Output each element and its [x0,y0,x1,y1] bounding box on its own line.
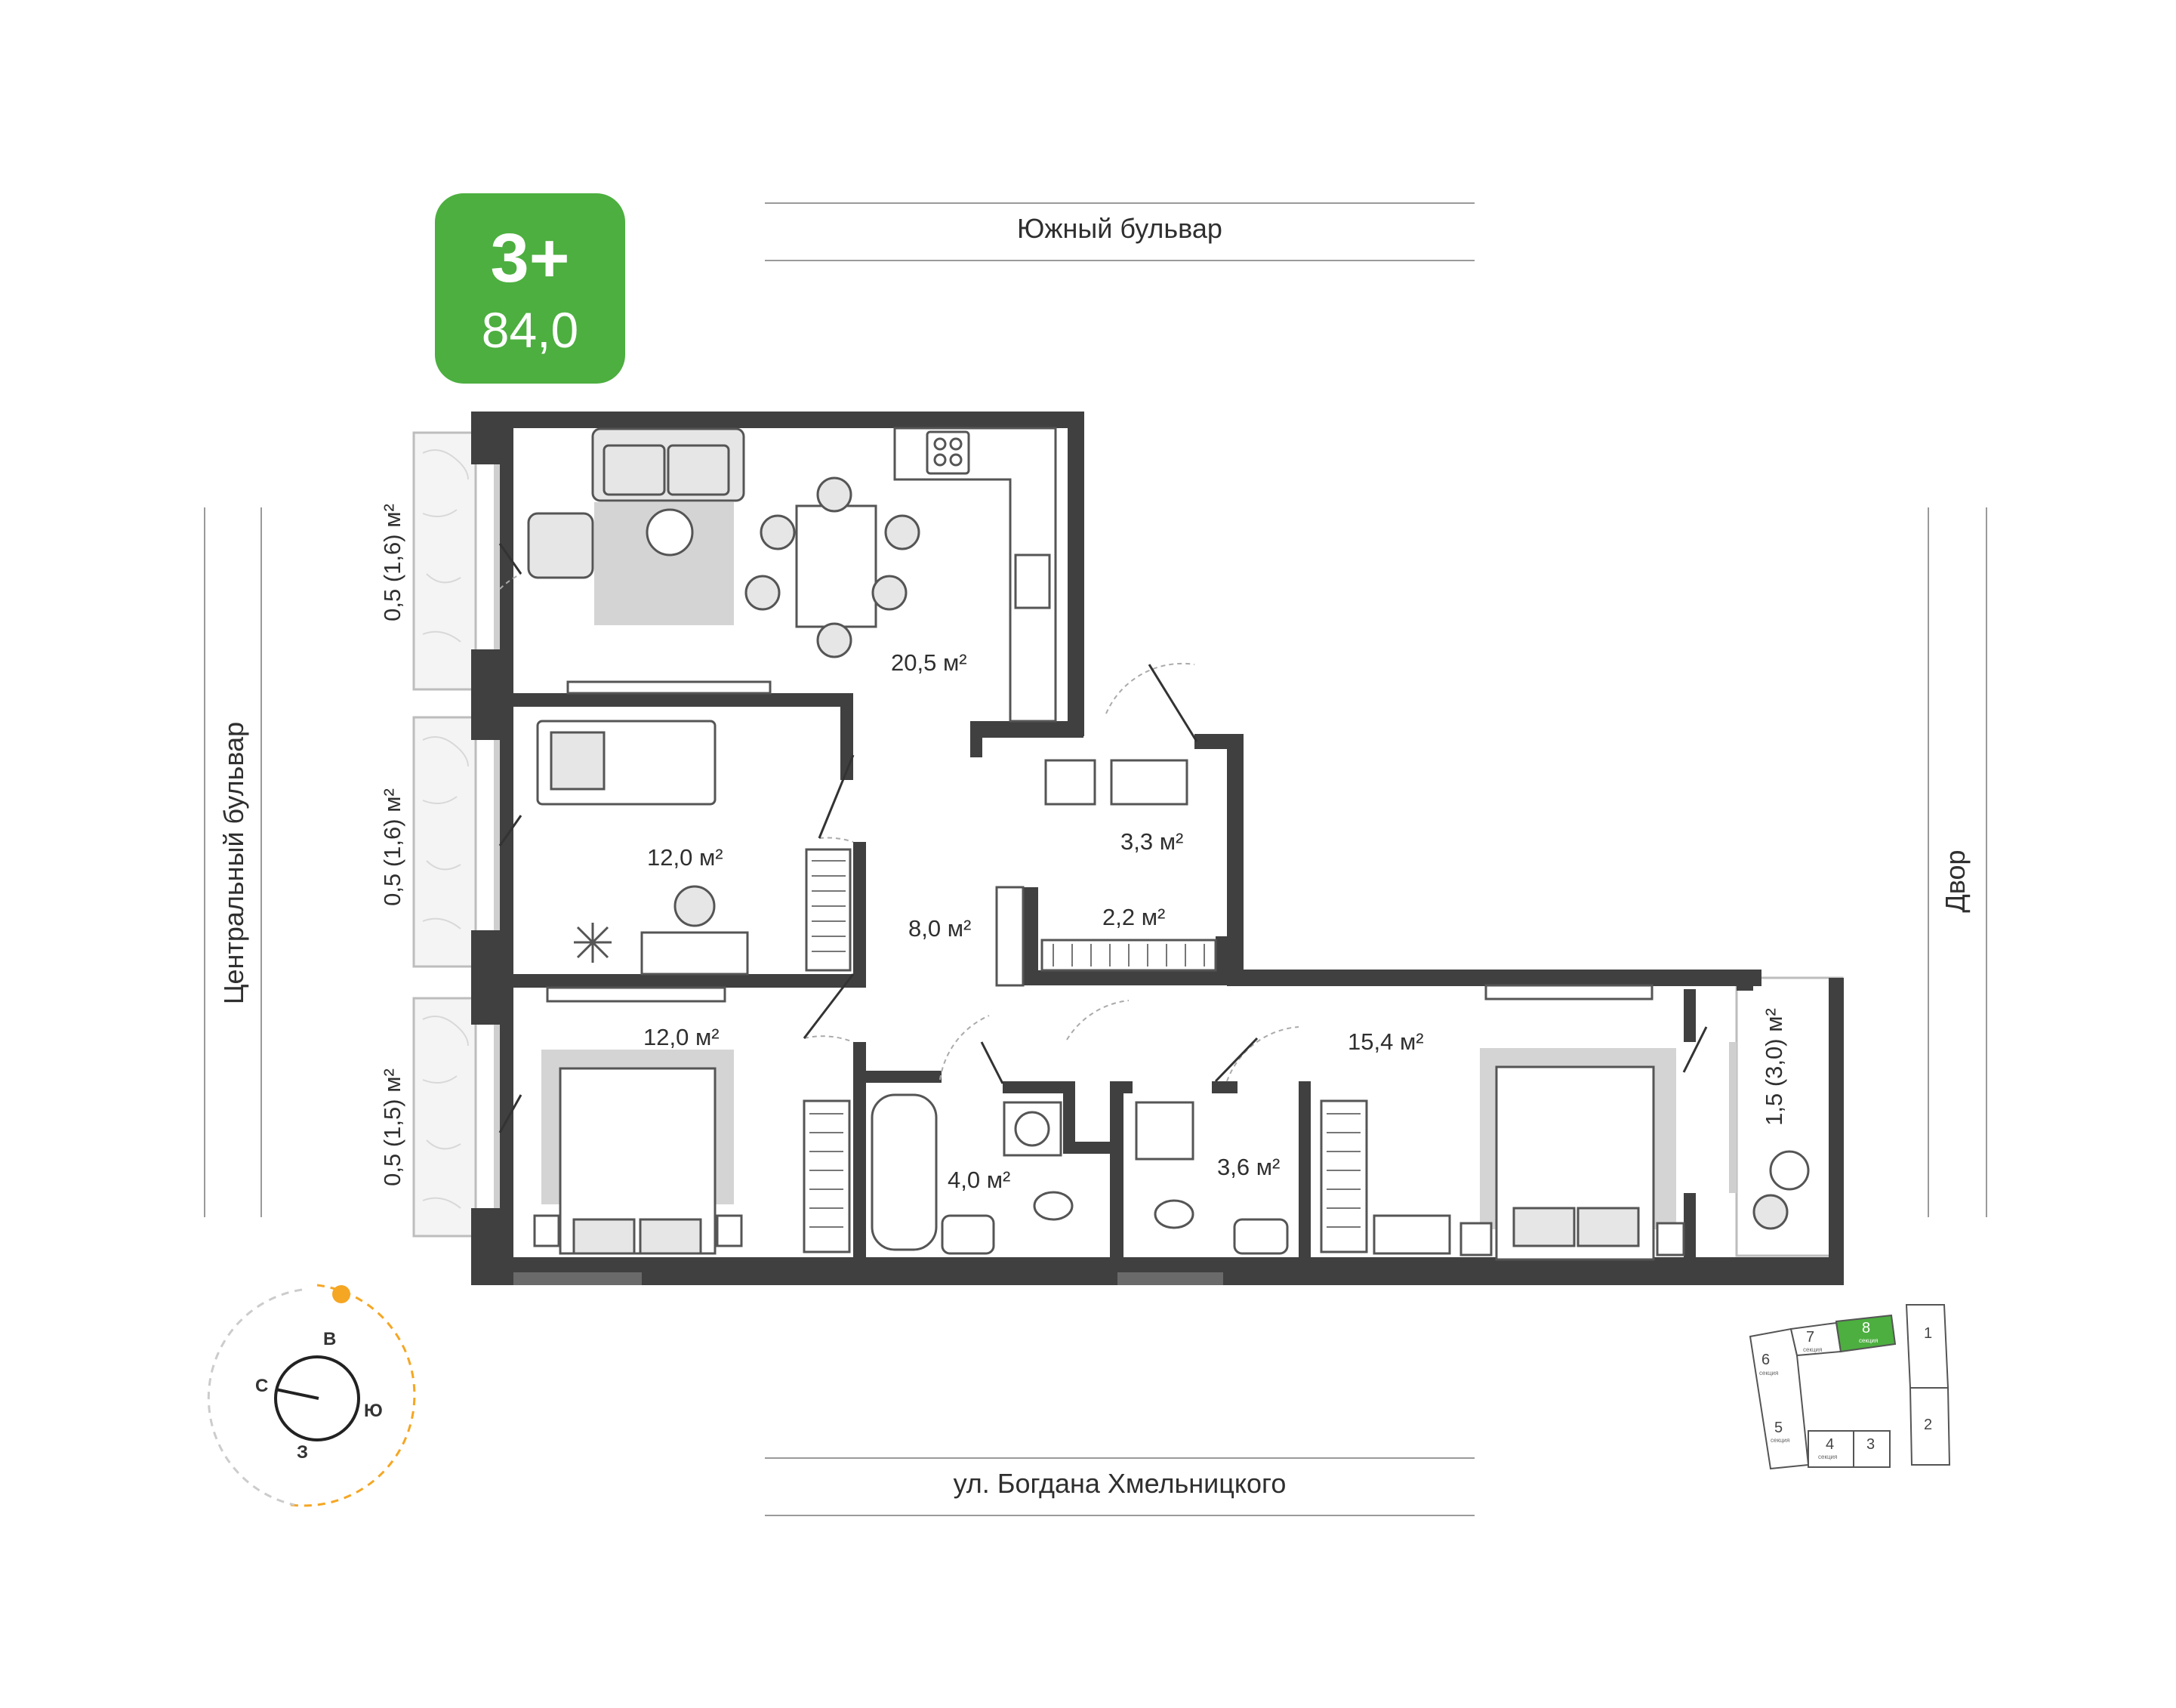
window-sills [494,464,1737,1285]
balcony-chair [1752,1194,1789,1230]
wardrobe-hangers [809,860,1361,1228]
balcony-right [1735,976,1844,1257]
balcony-stone-pattern [422,449,469,1209]
door-swings [499,573,1299,1082]
section-3: 3 [1866,1436,1875,1453]
section-5: 5 [1774,1420,1783,1436]
street-bottom-line-1 [765,1457,1475,1459]
room-label-storage: 2,2 м² [1102,904,1166,930]
bedroom1-chair [673,885,716,927]
compass [207,1284,416,1507]
apartment-badge: 3+ 84,0 [435,193,625,384]
street-bottom-label: ул. Богдана Хмельницкого [953,1468,1287,1499]
room-label-bathroom-1: 4,0 м² [948,1167,1011,1193]
room-label-bedroom-1: 12,0 м² [647,844,723,871]
bathroom2-fixtures [1135,1101,1289,1255]
bedroom2-bed [533,1067,743,1255]
section-7-sub: секция [1803,1346,1823,1353]
balcony-left-top [412,431,477,691]
compass-west: З [297,1442,309,1463]
room-label-kitchen-living: 20,5 м² [891,649,967,676]
room-label-bedroom-3: 15,4 м² [1348,1028,1424,1055]
section-8-sub: секция [1859,1337,1879,1344]
room-label-entrance: 3,3 м² [1120,828,1184,855]
balcony-left-middle [412,716,477,968]
armchair [527,512,594,579]
sofa [591,427,745,502]
kitchen-counter [893,427,1057,723]
section-6: 6 [1761,1352,1771,1368]
street-right-line-1 [1928,507,1929,1217]
section-5-sub: секция [1771,1437,1790,1444]
compass-east: В [323,1329,337,1349]
door-leaves [498,543,1708,1133]
dining-set [744,476,920,658]
bedroom1-desk [640,931,749,976]
tv-units [546,680,1654,1003]
street-top-line-2 [765,260,1475,261]
street-top-line-1 [765,202,1475,204]
room-count: 3+ [490,220,570,297]
street-left-line-1 [204,507,205,1217]
balcony-label-left-top: 0,5 (1,6) м² [379,504,405,621]
bathroom1-fixtures [871,1093,1074,1255]
section-4: 4 [1826,1436,1835,1453]
balcony-label-left-middle: 0,5 (1,6) м² [379,788,405,906]
plant [574,923,612,963]
compass-north: С [255,1376,269,1396]
balcony-left-bottom [412,997,477,1238]
coffee-table [646,508,694,556]
section-4-sub: секция [1818,1454,1838,1460]
section-6-sub: секция [1759,1370,1779,1377]
street-left-line-2 [260,507,262,1217]
room-label-bedroom-2: 12,0 м² [643,1024,720,1050]
balcony-table [1769,1150,1810,1191]
total-area: 84,0 [481,302,579,358]
section-7: 7 [1806,1329,1815,1346]
street-bottom-line-2 [765,1515,1475,1516]
street-top-label: Южный бульвар [1017,213,1222,244]
compass-south: Ю [364,1401,383,1421]
room-label-hall: 8,0 м² [908,915,972,942]
street-right-line-2 [1986,507,1987,1217]
balcony-label-right: 1,5 (3,0) м² [1761,1008,1787,1126]
entrance-stand [1044,759,1096,806]
section-map [1749,1304,1951,1470]
section-8: 8 [1862,1320,1871,1336]
bedroom1-bed [536,720,717,806]
balcony-label-left-bottom: 0,5 (1,5) м² [379,1068,405,1186]
section-1: 1 [1924,1325,1933,1342]
bedroom3-bed [1459,1065,1685,1261]
room-label-bathroom-2: 3,6 м² [1217,1154,1281,1180]
section-2: 2 [1924,1417,1933,1433]
entrance-mat [1110,759,1188,806]
